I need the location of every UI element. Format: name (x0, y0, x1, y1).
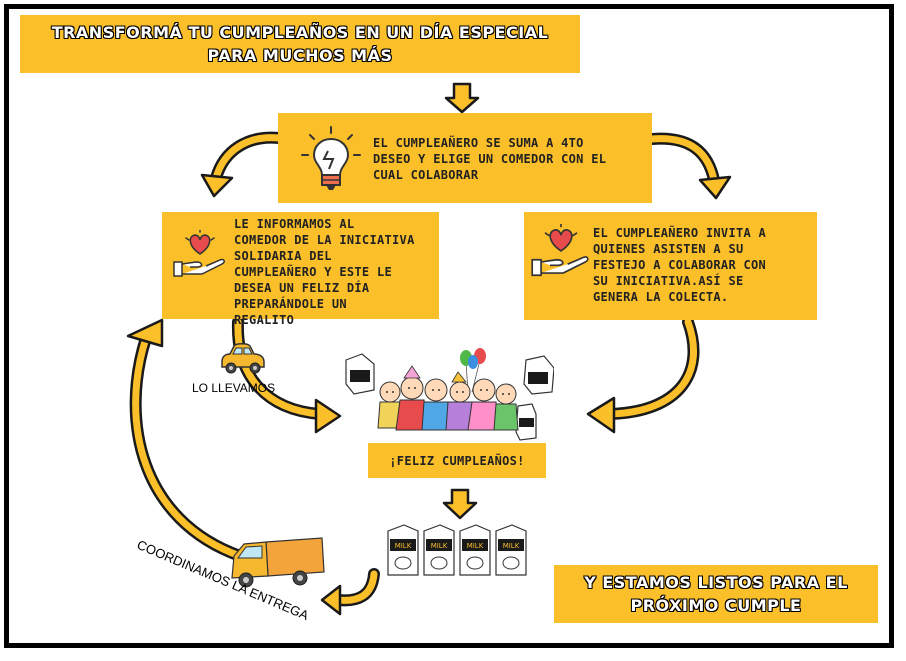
step-box-3: EL CUMPLEAÑERO INVITA A QUIENES ASISTEN … (524, 212, 817, 320)
step2-line-3: SOLIDARIA DEL (234, 249, 332, 263)
label-coordinamos: COORDINAMOS LA ENTREGA (135, 537, 311, 623)
milk-carton-icon: MILK (459, 524, 491, 576)
down-arrow-center (442, 488, 478, 520)
svg-text:MILK: MILK (395, 542, 412, 550)
title-banner: TRANSFORMÁ TU CUMPLEAÑOS EN UN DÍA ESPEC… (20, 15, 580, 73)
kids-celebration-illustration (345, 348, 554, 441)
step3-line-5: GENERA LA COLECTA. (593, 290, 729, 304)
truck-icon (231, 537, 325, 588)
label-coordinamos-wrapper: COORDINAMOS LA ENTREGA (135, 537, 311, 623)
down-arrow-title (444, 82, 480, 114)
feliz-cumpleanos-label: ¡FELIZ CUMPLEAÑOS! (368, 443, 546, 478)
balloons-icon (460, 348, 486, 393)
curve-arrow-colecta (604, 316, 700, 420)
step-box-1: EL CUMPLEAÑERO SE SUMA A 4TO DESEO Y ELI… (278, 113, 652, 203)
step1-line-3: CUAL COLABORAR (373, 168, 479, 182)
svg-text:MILK: MILK (431, 542, 448, 550)
label-lo-llevamos: LO LLEVAMOS (192, 381, 276, 395)
hand-heart-icon (173, 230, 225, 277)
step-box-2: LE INFORMAMOS AL COMEDOR DE LA INICIATIV… (162, 212, 439, 327)
final-banner: Y ESTAMOS LISTOS PARA EL PRÓXIMO CUMPLE (554, 565, 878, 623)
step2-line-5: DESEA UN FELIZ DÍA (234, 281, 370, 295)
step3-line-3: FESTEJO A COLABORAR CON (593, 258, 767, 272)
step3-line-2: QUIENES ASISTEN A SU (593, 242, 744, 256)
title-line-2: PARA MUCHOS MÁS (207, 46, 393, 65)
title-line-1: TRANSFORMÁ TU CUMPLEAÑOS EN UN DÍA ESPEC… (51, 23, 549, 42)
step2-line-6: PREPARÁNDOLE UN (234, 297, 347, 311)
step2-line-4: CUMPLEAÑERO Y ESTE LE (234, 265, 393, 279)
final-line-2: PRÓXIMO CUMPLE (630, 596, 802, 615)
milk-carton-icon: MILK (423, 524, 455, 576)
car-icon (221, 343, 265, 374)
step2-line-7: REGALITO (234, 313, 295, 327)
lightbulb-icon (301, 126, 361, 190)
step3-line-1: EL CUMPLEAÑERO INVITA A (593, 226, 767, 240)
milk-carton-icon (523, 355, 554, 395)
milk-carton-icon (345, 353, 375, 395)
step3-line-4: SU INICIATIVA.ASÍ SE (593, 274, 744, 288)
step1-line-1: EL CUMPLEAÑERO SE SUMA A 4TO (373, 136, 584, 150)
hand-heart-icon (531, 224, 589, 277)
milk-carton-icon (515, 403, 537, 441)
center-text: ¡FELIZ CUMPLEAÑOS! (389, 453, 525, 468)
step1-line-2: DESEO Y ELIGE UN COMEDOR CON EL (373, 152, 607, 166)
step2-line-2: COMEDOR DE LA INICIATIVA (234, 233, 415, 247)
milk-carton-icon: MILK (387, 524, 419, 576)
milk-cartons-row-illustration: MILK MILK MILK MILK (387, 524, 527, 576)
svg-text:MILK: MILK (503, 542, 520, 550)
milk-carton-icon: MILK (495, 524, 527, 576)
svg-text:MILK: MILK (467, 542, 484, 550)
step2-line-1: LE INFORMAMOS AL (234, 217, 355, 231)
final-line-1: Y ESTAMOS LISTOS PARA EL (584, 573, 848, 592)
